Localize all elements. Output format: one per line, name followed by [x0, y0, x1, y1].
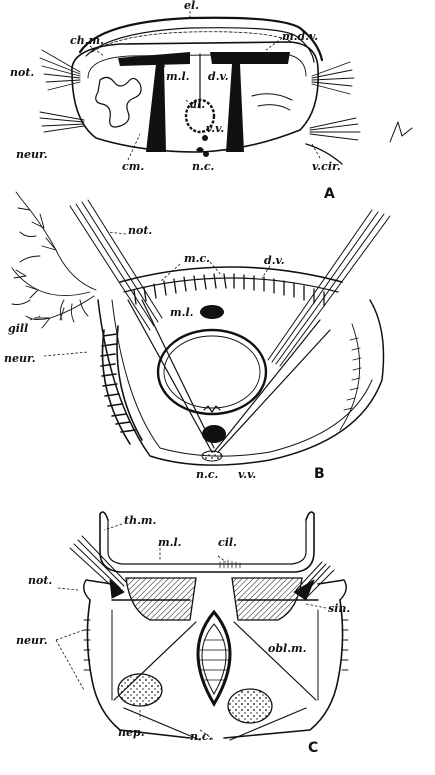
- label-b-not: not.: [128, 224, 152, 237]
- label-a-mdv: m.d.v.: [282, 30, 318, 43]
- panel-letter-a: A: [324, 186, 335, 202]
- label-c-cil: cil.: [218, 536, 237, 549]
- label-c-sin: sin.: [328, 602, 350, 615]
- notopodium-chaetae-left: [40, 50, 80, 90]
- neuropodium-c: [84, 620, 348, 670]
- panel-b: not. m.c. d.v. m.l. gill neur. n.c. v.v.…: [4, 192, 390, 482]
- label-c-not: not.: [28, 574, 52, 587]
- neuropodium-chaetae-left: [40, 112, 84, 132]
- nerve-cord-b: [202, 451, 222, 461]
- label-a-neur: neur.: [16, 148, 48, 161]
- label-a-dv: d.v.: [208, 70, 229, 83]
- neuropodium-b: [101, 326, 142, 444]
- label-b-gill: gill: [8, 322, 28, 335]
- label-c-nep: nep.: [118, 726, 145, 739]
- label-a-vv: v.v.: [206, 122, 224, 135]
- circular-muscle-comb: [134, 274, 324, 306]
- dorsal-muscle-right: [210, 52, 290, 64]
- panel-letter-b: B: [314, 466, 325, 482]
- gonad-folds: [96, 77, 141, 127]
- label-a-al: al.: [190, 98, 205, 111]
- label-b-nc: n.c.: [196, 468, 219, 481]
- gut-b: [158, 330, 266, 414]
- label-c-oblm: obl.m.: [268, 642, 307, 655]
- panel-a: el. ch.m. m.d.v. not. m.l. d.v. al. v.v.…: [10, 0, 412, 202]
- dorsal-muscle-band: [120, 267, 342, 282]
- panel-letter-c: C: [308, 740, 318, 756]
- label-c-neur: neur.: [16, 634, 48, 647]
- nephridium-left: [118, 674, 162, 706]
- label-c-ml: m.l.: [158, 536, 182, 549]
- longitudinal-muscle-c-right: [232, 578, 302, 620]
- notopodium-c-left: [70, 536, 126, 598]
- neuropodium-b-right: [340, 324, 361, 430]
- label-a-chm: ch.m.: [70, 34, 104, 47]
- longitudinal-muscle-c-left: [126, 578, 196, 620]
- neuropodium-chaetae-right: [310, 118, 360, 140]
- label-c-thm: th.m.: [124, 514, 157, 527]
- gill: [12, 192, 96, 328]
- label-b-ml: m.l.: [170, 306, 194, 319]
- dorsal-muscle-left: [118, 52, 190, 66]
- label-a-nc: n.c.: [192, 160, 215, 173]
- label-c-nc: n.c.: [190, 730, 213, 743]
- label-a-el: el.: [184, 0, 199, 12]
- nephridium-right: [228, 689, 272, 723]
- gut-c: [198, 612, 230, 704]
- label-b-dv: d.v.: [264, 254, 285, 267]
- label-a-ml: m.l.: [166, 70, 190, 83]
- notopodium-b-right: [268, 210, 390, 366]
- label-b-neur: neur.: [4, 352, 36, 365]
- longitudinal-muscle-dorsal: [200, 305, 224, 319]
- label-a-not: not.: [10, 66, 34, 79]
- label-a-cm: cm.: [122, 160, 144, 173]
- body-wall-b: [98, 300, 384, 465]
- panel-c: th.m. m.l. cil. not. sin. obl.m. neur. n…: [16, 512, 350, 756]
- label-b-vv: v.v.: [238, 468, 256, 481]
- label-b-mc: m.c.: [184, 252, 210, 265]
- label-a-vcir: v.cir.: [312, 160, 341, 173]
